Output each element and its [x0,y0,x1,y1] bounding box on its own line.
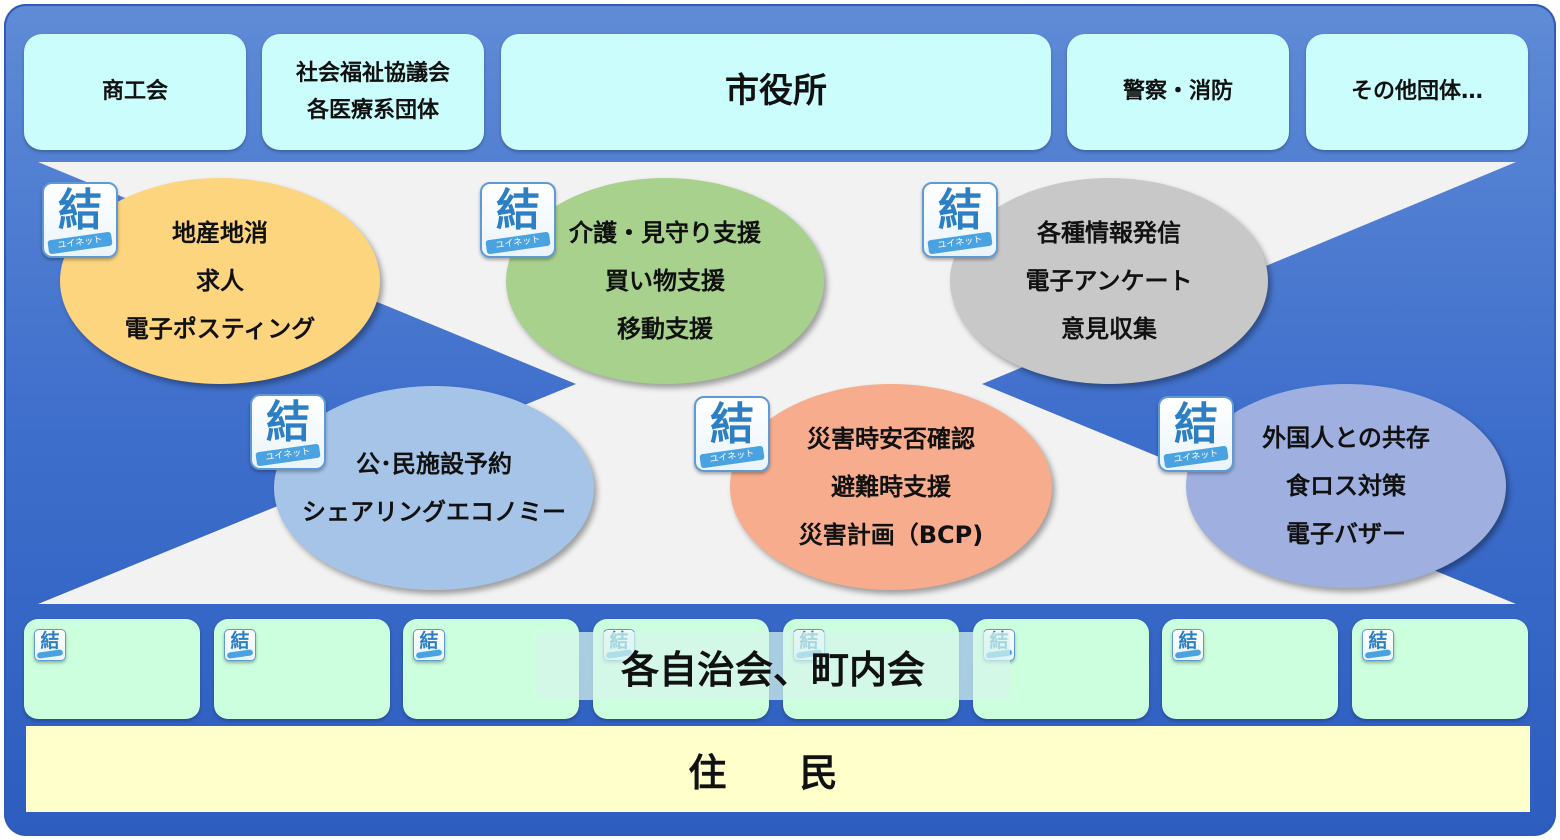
association-box: 結 [24,619,200,719]
association-box: 結 [1162,619,1338,719]
org-commerce-association: 商工会 [24,34,246,150]
yui-logo-icon: 結 [413,629,445,661]
yui-logo-icon: 結 [224,629,256,661]
service-bubble-facility-reservation: 公･民施設予約 シェアリングエコノミー [274,386,594,590]
org-social-welfare-council: 社会福祉協議会 各医療系団体 [262,34,484,150]
associations-title: 各自治会、町内会 [536,632,1010,700]
yui-logo-icon: 結 [34,629,66,661]
service-bubble-care-support: 介護・見守り支援 買い物支援 移動支援 [506,178,824,384]
service-bubble-coexistence: 外国人との共存 食ロス対策 電子バザー [1186,384,1506,588]
org-police-fire: 警察・消防 [1067,34,1289,150]
residents-bar: 住 民 [26,726,1530,812]
yui-logo-icon: 結ユイネット [480,182,556,258]
yui-logo-icon: 結ユイネット [1158,396,1234,472]
yui-logo-icon: 結 [1362,629,1394,661]
association-box: 結 [214,619,390,719]
service-bubble-local-production: 地産地消 求人 電子ポスティング [60,178,380,384]
service-bubble-disaster: 災害時安否確認 避難時支援 災害計画（BCP) [730,384,1052,590]
yui-logo-icon: 結 [1172,629,1204,661]
org-city-hall: 市役所 [501,34,1051,150]
service-bubble-information: 各種情報発信 電子アンケート 意見収集 [950,178,1268,384]
yui-logo-icon: 結ユイネット [694,396,770,472]
org-other-groups: その他団体… [1306,34,1528,150]
association-box: 結 [1352,619,1528,719]
yui-logo-icon: 結ユイネット [250,394,326,470]
yui-logo-icon: 結ユイネット [42,182,118,258]
diagram-frame: 商工会 社会福祉協議会 各医療系団体 市役所 警察・消防 その他団体… 地産地消… [4,4,1556,836]
yui-logo-icon: 結ユイネット [922,182,998,258]
